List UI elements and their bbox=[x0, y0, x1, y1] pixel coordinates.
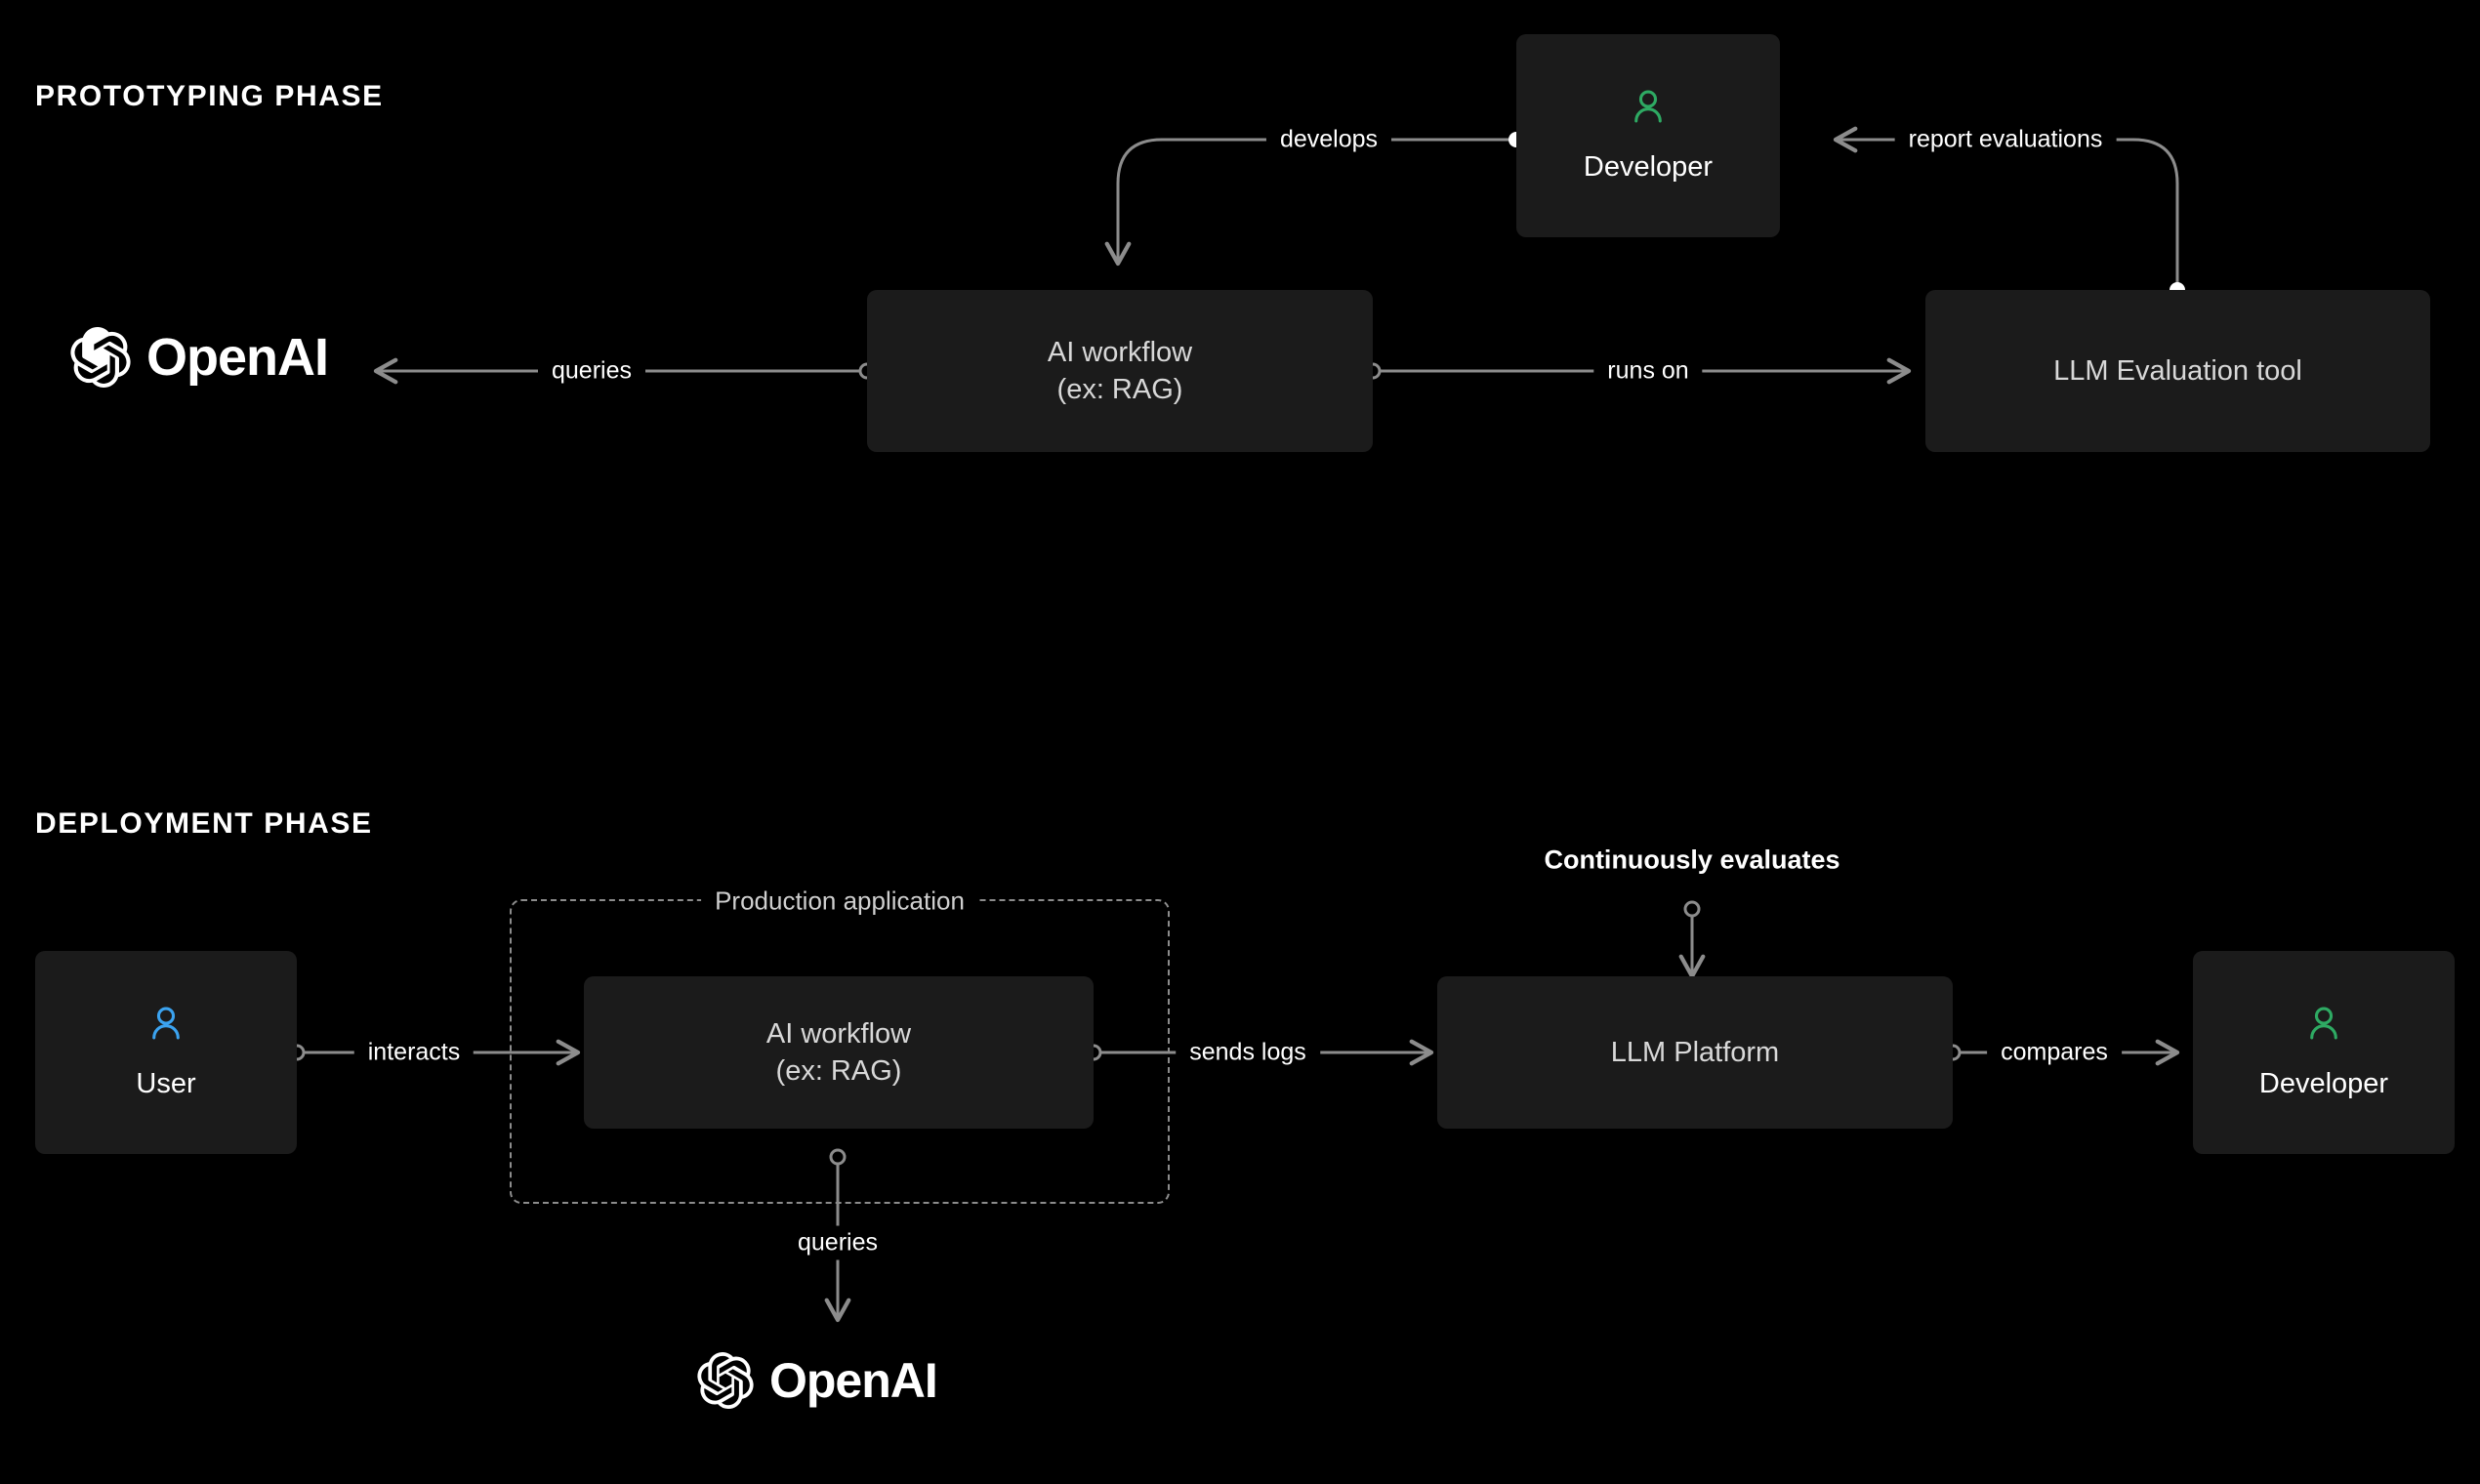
openai-wordmark: OpenAI bbox=[769, 1353, 938, 1408]
group-production-application: Production application bbox=[510, 886, 1170, 1204]
node-label: LLM Evaluation tool bbox=[2053, 354, 2302, 387]
node-llm-evaluation-tool[interactable]: LLM Evaluation tool bbox=[1925, 290, 2430, 452]
edge-label-queries-deployment: queries bbox=[784, 1225, 891, 1260]
edge-label-report-evaluations: report evaluations bbox=[1894, 122, 2117, 157]
edge-label-queries-prototyping: queries bbox=[538, 353, 645, 389]
openai-logo-deployment: OpenAI bbox=[697, 1352, 938, 1409]
node-label: Developer bbox=[1583, 150, 1714, 183]
edge-label-continuously-evaluates: Continuously evaluates bbox=[1544, 845, 1840, 875]
openai-logo-prototyping: OpenAI bbox=[70, 327, 329, 388]
edge-label-interacts: interacts bbox=[353, 1035, 475, 1070]
node-label: AI workflow (ex: RAG) bbox=[765, 1017, 912, 1087]
openai-logo-icon bbox=[70, 327, 131, 388]
group-title: Production application bbox=[701, 886, 978, 917]
edge-label-develops: develops bbox=[1265, 122, 1392, 157]
node-user[interactable]: User bbox=[35, 951, 297, 1154]
node-ai-workflow-prototyping[interactable]: AI workflow (ex: RAG) bbox=[867, 290, 1373, 452]
node-label: User bbox=[136, 1067, 196, 1099]
edge-label-compares: compares bbox=[1987, 1035, 2122, 1070]
person-icon bbox=[152, 1007, 180, 1040]
openai-logo-icon bbox=[697, 1352, 754, 1409]
node-developer-prototyping[interactable]: Developer bbox=[1516, 34, 1780, 237]
edge-continuously-evaluates bbox=[1678, 900, 1706, 979]
edge-label-sends-logs: sends logs bbox=[1176, 1035, 1320, 1070]
node-llm-platform[interactable]: LLM Platform bbox=[1437, 976, 1953, 1129]
node-label: LLM Platform bbox=[1610, 1036, 1780, 1068]
phase-title-prototyping: PROTOTYPING PHASE bbox=[35, 80, 384, 112]
phase-title-deployment: DEPLOYMENT PHASE bbox=[35, 807, 373, 840]
edge-label-runs-on: runs on bbox=[1593, 353, 1703, 389]
openai-wordmark: OpenAI bbox=[146, 328, 329, 387]
node-ai-workflow-deployment[interactable]: AI workflow (ex: RAG) bbox=[584, 976, 1094, 1129]
node-label: Developer bbox=[2258, 1067, 2389, 1099]
node-developer-deployment[interactable]: Developer bbox=[2193, 951, 2455, 1154]
person-icon bbox=[1634, 90, 1662, 123]
edge-report-evaluations bbox=[1833, 126, 2185, 298]
person-icon bbox=[2310, 1007, 2337, 1040]
node-label: AI workflow (ex: RAG) bbox=[1047, 336, 1193, 405]
